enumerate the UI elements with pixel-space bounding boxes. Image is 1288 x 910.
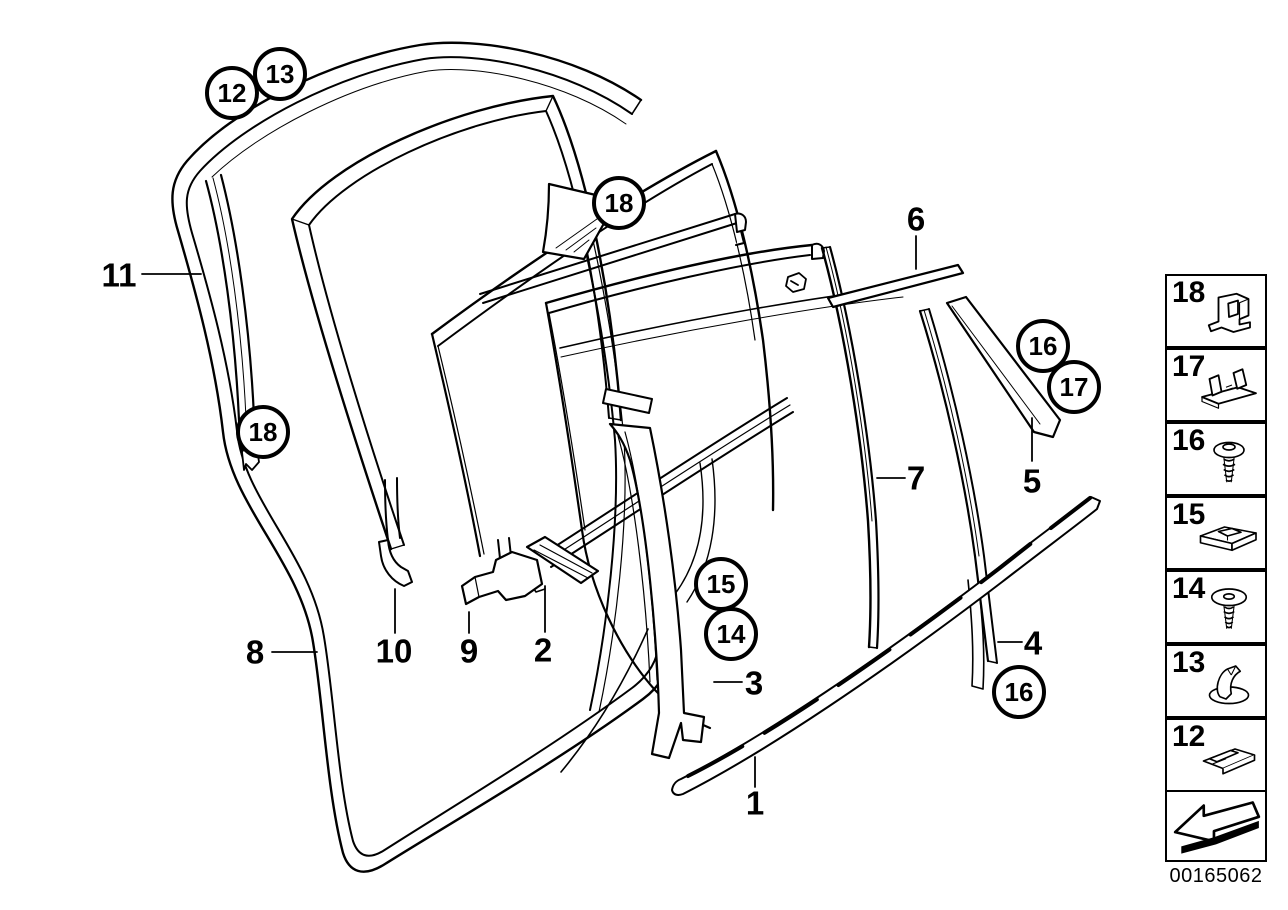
callout-circled-18[interactable]: 18 xyxy=(236,405,290,459)
part-9-bracket xyxy=(460,537,544,606)
callout-6[interactable]: 6 xyxy=(906,200,926,238)
flat-screw-icon xyxy=(1210,588,1248,629)
sidebar-part-13[interactable]: 13 xyxy=(1165,644,1267,718)
sidebar-part-14[interactable]: 14 xyxy=(1165,570,1267,644)
callout-circled-18[interactable]: 18 xyxy=(592,176,646,230)
sidebar-part-label: 16 xyxy=(1172,424,1206,457)
sidebar-part-17[interactable]: 17 xyxy=(1165,348,1267,422)
spring-clip-icon xyxy=(1202,748,1256,775)
callout-7[interactable]: 7 xyxy=(906,459,926,497)
callout-circled-14[interactable]: 14 xyxy=(704,607,758,661)
callout-circled-17[interactable]: 17 xyxy=(1047,360,1101,414)
sidebar-part-label: 14 xyxy=(1172,572,1206,605)
callout-1[interactable]: 1 xyxy=(745,784,765,822)
callout-11[interactable]: 11 xyxy=(101,256,137,294)
callout-9[interactable]: 9 xyxy=(459,632,479,670)
callout-3[interactable]: 3 xyxy=(744,664,764,702)
sidebar-part-16[interactable]: 16 xyxy=(1165,422,1267,496)
callout-circled-16[interactable]: 16 xyxy=(992,665,1046,719)
sidebar-part-12[interactable]: 12 xyxy=(1165,718,1267,792)
part-4-guide xyxy=(918,308,998,690)
callout-10[interactable]: 10 xyxy=(375,632,413,670)
callout-2[interactable]: 2 xyxy=(533,631,553,669)
sidebar-part-label: 17 xyxy=(1172,350,1206,383)
sidebar-part-label: 12 xyxy=(1172,720,1206,753)
callout-5[interactable]: 5 xyxy=(1022,462,1042,500)
callout-circled-13[interactable]: 13 xyxy=(253,47,307,101)
sidebar-part-label: 18 xyxy=(1172,276,1206,309)
part-7-glass-run xyxy=(820,245,880,650)
callout-circled-16[interactable]: 16 xyxy=(1016,319,1070,373)
clip-bracket-icon xyxy=(1207,292,1251,333)
hook-clip-icon xyxy=(1208,665,1250,705)
window-frame-trim xyxy=(430,149,775,713)
clamp-icon xyxy=(1201,368,1257,409)
sidebar-part-15[interactable]: 15 xyxy=(1165,496,1267,570)
sidebar-part-label: 13 xyxy=(1172,646,1206,679)
leader-lines xyxy=(141,235,1033,788)
sidebar-part-label: 15 xyxy=(1172,498,1206,531)
part-6-strip xyxy=(826,263,965,309)
callout-8[interactable]: 8 xyxy=(245,633,265,671)
sidebar-part-18[interactable]: 18 xyxy=(1165,274,1267,348)
screw-washer-icon xyxy=(1213,441,1245,483)
part-3-sash xyxy=(602,388,706,760)
part-1-belt-strip xyxy=(671,496,1101,796)
part-10-hook xyxy=(378,477,413,587)
direction-arrow-box[interactable] xyxy=(1165,790,1267,862)
slide-nut-icon xyxy=(1199,526,1257,552)
callout-4[interactable]: 4 xyxy=(1023,624,1043,662)
document-number: 00165062 xyxy=(1169,865,1263,887)
callout-circled-15[interactable]: 15 xyxy=(694,557,748,611)
part-5-strip xyxy=(945,295,1062,439)
part-2-channel xyxy=(525,535,600,593)
direction-arrow-icon xyxy=(1173,801,1261,854)
callout-circled-12[interactable]: 12 xyxy=(205,66,259,120)
